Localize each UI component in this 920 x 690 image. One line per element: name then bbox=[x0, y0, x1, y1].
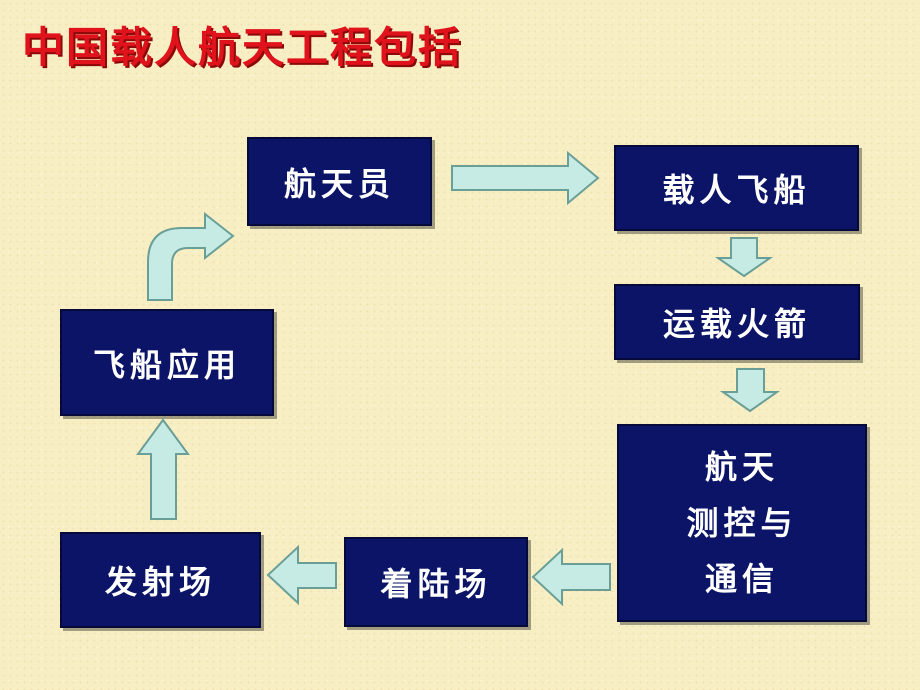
arrow-tracking-to-landing bbox=[531, 547, 611, 607]
node-tracking-line-1: 航天 bbox=[704, 448, 779, 486]
node-rocket: 运载火箭 bbox=[614, 284, 860, 360]
node-spaceship-application: 飞船应用 bbox=[60, 309, 274, 416]
node-tracking-line-2: 测控与 bbox=[686, 504, 798, 542]
arrow-landing-to-launch bbox=[266, 544, 337, 606]
node-launch-site-label: 发射场 bbox=[104, 563, 216, 601]
node-astronaut: 航天员 bbox=[247, 137, 432, 226]
node-rocket-label: 运载火箭 bbox=[662, 305, 811, 343]
node-astronaut-label: 航天员 bbox=[283, 164, 395, 203]
node-spaceship-label: 载人飞船 bbox=[662, 171, 811, 209]
arrow-rocket-to-tracking bbox=[719, 368, 781, 413]
node-tracking-line-3: 通信 bbox=[704, 560, 779, 598]
arrow-launch-to-application bbox=[136, 418, 190, 520]
node-tracking-communication: 航天 测控与 通信 bbox=[617, 424, 867, 622]
node-launch-site: 发射场 bbox=[60, 532, 261, 628]
arrow-application-to-astronaut bbox=[147, 211, 235, 301]
slide-title: 中国载人航天工程包括 bbox=[22, 23, 463, 72]
node-spaceship: 载人飞船 bbox=[614, 145, 859, 231]
node-landing-site-label: 着陆场 bbox=[380, 565, 492, 603]
node-landing-site: 着陆场 bbox=[344, 537, 528, 627]
node-application-label: 飞船应用 bbox=[92, 345, 241, 384]
arrow-spaceship-to-rocket bbox=[714, 237, 774, 278]
arrow-astronaut-to-spaceship bbox=[451, 150, 600, 206]
